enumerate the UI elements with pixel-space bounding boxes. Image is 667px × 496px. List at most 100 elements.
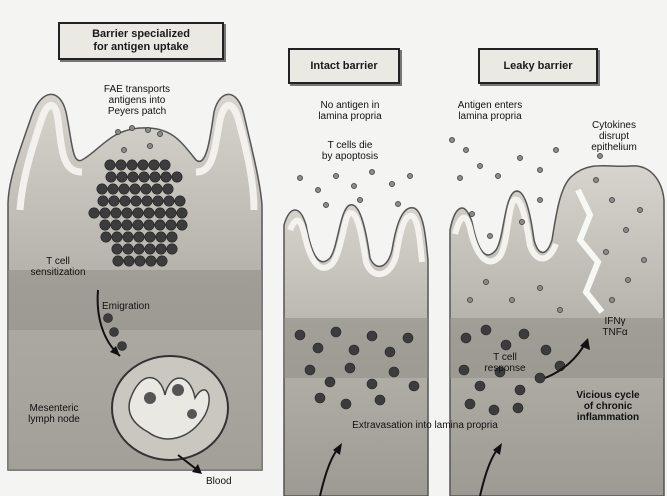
antigen-dot <box>509 297 514 302</box>
antigen-dot <box>407 173 412 178</box>
peyer-cell <box>135 256 145 266</box>
sensitization-line1: T cell <box>22 256 94 267</box>
t-cells-die-line2: by apoptosis <box>300 151 400 162</box>
cytokines-line2: disrupt <box>574 131 654 142</box>
antigen-dot <box>487 233 492 238</box>
t-cell <box>295 330 305 340</box>
peyer-cell <box>117 172 127 182</box>
t-cell <box>389 367 399 377</box>
peyer-cell <box>164 196 174 206</box>
antigen-dot <box>519 219 524 224</box>
antigen-dot <box>145 127 150 132</box>
t-cell <box>313 343 323 353</box>
peyer-cell <box>153 196 163 206</box>
peyer-cell <box>139 172 149 182</box>
peyer-cell <box>100 220 110 230</box>
t-cell <box>345 363 355 373</box>
vicious-line1: Vicious cycle <box>560 390 656 401</box>
peyer-cell <box>116 160 126 170</box>
peyer-cell <box>111 208 121 218</box>
peyer-cell <box>134 232 144 242</box>
peyer-cell <box>166 220 176 230</box>
antigen-dot <box>323 202 328 207</box>
tnf-line: TNFα <box>590 327 640 338</box>
peyer-cell <box>123 232 133 242</box>
antigen-dot <box>593 177 598 182</box>
t-cell <box>315 393 325 403</box>
t-cells-die-line1: T cells die <box>300 140 400 151</box>
antigen-enters-line2: lamina propria <box>440 111 540 122</box>
peyer-cell <box>175 196 185 206</box>
antigen-dot <box>315 187 320 192</box>
blood-label: Blood <box>206 476 256 487</box>
peyer-cell <box>133 208 143 218</box>
t-cell <box>367 379 377 389</box>
antigen-dot <box>463 147 468 152</box>
t-cell <box>541 345 551 355</box>
t-cell <box>465 399 475 409</box>
left-title-line2: for antigen uptake <box>60 41 222 54</box>
antigen-dot <box>609 197 614 202</box>
vicious-line2: of chronic <box>560 401 656 412</box>
antigen-dot <box>637 207 642 212</box>
emigrating-cell <box>118 342 127 351</box>
no-antigen-line2: lamina propria <box>300 111 400 122</box>
t-cell <box>513 403 523 413</box>
peyer-cell <box>89 208 99 218</box>
t-cell-response-label: T cell response <box>470 352 540 374</box>
t-cell <box>385 347 395 357</box>
t-cell <box>409 381 419 391</box>
antigen-dot <box>537 197 542 202</box>
peyer-cell <box>98 196 108 206</box>
no-antigen-line1: No antigen in <box>300 100 400 111</box>
peyer-cell <box>131 196 141 206</box>
antigen-dot <box>333 173 338 178</box>
peyer-cell <box>119 184 129 194</box>
t-cell <box>305 365 315 375</box>
antigen-dot <box>537 285 542 290</box>
peyer-cell <box>160 160 170 170</box>
antigen-dot <box>395 201 400 206</box>
t-cells-die-label: T cells die by apoptosis <box>300 140 400 162</box>
t-cell <box>403 333 413 343</box>
antigen-dot <box>603 249 608 254</box>
antigen-dot <box>369 169 374 174</box>
peyer-cell <box>130 184 140 194</box>
mesenteric-line1: Mesenteric <box>18 403 90 414</box>
t-cell <box>519 329 529 339</box>
peyer-cell <box>146 256 156 266</box>
emigrating-cell <box>104 314 113 323</box>
antigen-dot <box>467 297 472 302</box>
peyer-cell <box>97 184 107 194</box>
peyer-cell <box>177 208 187 218</box>
antigen-dot <box>357 197 362 202</box>
t-cell <box>475 381 485 391</box>
peyer-cell <box>105 160 115 170</box>
t-cell <box>331 327 341 337</box>
mesenteric-line2: lymph node <box>18 414 90 425</box>
cytokines-label: Cytokines disrupt epithelium <box>574 120 654 153</box>
t-cell <box>325 377 335 387</box>
ifn-line: IFNγ <box>590 316 640 327</box>
antigen-dot <box>129 125 134 130</box>
antigen-dot <box>351 183 356 188</box>
response-line2: response <box>470 363 540 374</box>
emigration-label: Emigration <box>102 301 182 312</box>
antigen-dot <box>457 175 462 180</box>
lymph-node <box>112 356 228 460</box>
antigen-dot <box>469 211 474 216</box>
t-cell <box>349 345 359 355</box>
peyer-cell <box>122 220 132 230</box>
peyer-cell <box>138 160 148 170</box>
vicious-cycle-label: Vicious cycle of chronic inflammation <box>560 390 656 423</box>
peyer-cell <box>172 172 182 182</box>
sensitization-line2: sensitization <box>22 267 94 278</box>
no-antigen-label: No antigen in lamina propria <box>300 100 400 122</box>
antigen-dot <box>297 175 302 180</box>
fae-line1: FAE transports <box>82 84 192 95</box>
peyer-cell <box>106 172 116 182</box>
peyer-cell <box>167 232 177 242</box>
t-cell <box>535 373 545 383</box>
antigen-dot <box>495 173 500 178</box>
